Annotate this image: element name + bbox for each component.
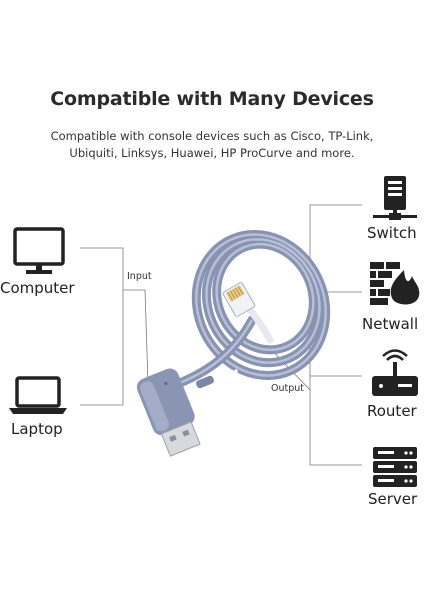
input-pointer-line: [123, 289, 149, 386]
monitor-icon: [13, 227, 65, 274]
output-label: Output: [271, 383, 304, 394]
subtitle-line-1: Compatible with console devices such as …: [50, 129, 374, 143]
router-icon: [372, 349, 418, 396]
usb-connector: [136, 368, 201, 457]
device-label-router: Router: [367, 402, 417, 420]
device-label-laptop: Laptop: [11, 420, 63, 438]
page-subtitle: Compatible with console devices such as …: [20, 128, 404, 162]
laptop-icon: [9, 376, 67, 414]
device-label-switch: Switch: [367, 224, 417, 242]
page-title: Compatible with Many Devices: [50, 88, 374, 110]
firewall-icon: [370, 262, 420, 305]
server-icon: [373, 447, 417, 487]
cable-strain-relief: [196, 369, 238, 389]
rj45-connector: [222, 282, 256, 317]
device-label-netwall: Netwall: [362, 315, 419, 333]
subtitle-line-2: Ubiquiti, Linksys, Huawei, HP ProCurve a…: [69, 146, 355, 160]
switch-icon: [373, 176, 417, 220]
input-bracket-line: [80, 247, 124, 406]
input-label: Input: [127, 271, 152, 282]
coiled-cable: [170, 230, 331, 390]
device-label-computer: Computer: [0, 279, 75, 297]
device-label-server: Server: [368, 490, 418, 508]
